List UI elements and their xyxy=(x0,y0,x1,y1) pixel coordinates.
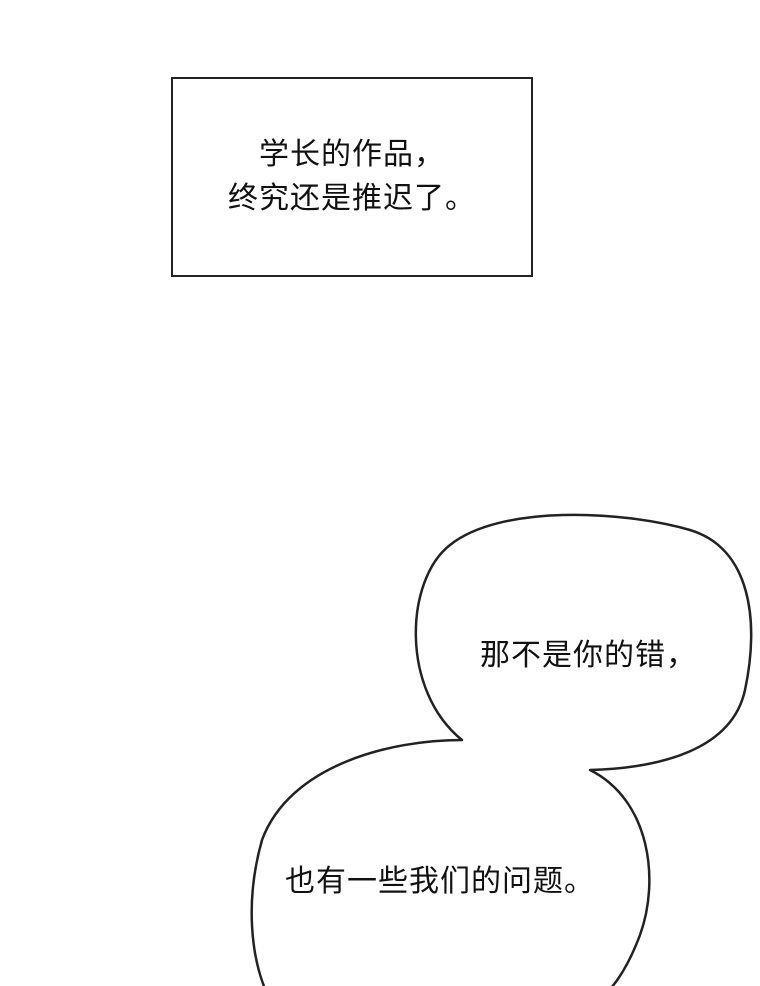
speech-line-1: 那不是你的错， xyxy=(480,638,697,673)
narration-line-2: 终究还是推迟了。 xyxy=(228,181,476,216)
narration-line-1: 学长的作品， xyxy=(259,137,445,172)
narration-box: 学长的作品， 终究还是推迟了。 xyxy=(171,77,533,277)
speech-bubble-outline xyxy=(250,513,753,986)
speech-line-2: 也有一些我们的问题。 xyxy=(285,864,595,899)
